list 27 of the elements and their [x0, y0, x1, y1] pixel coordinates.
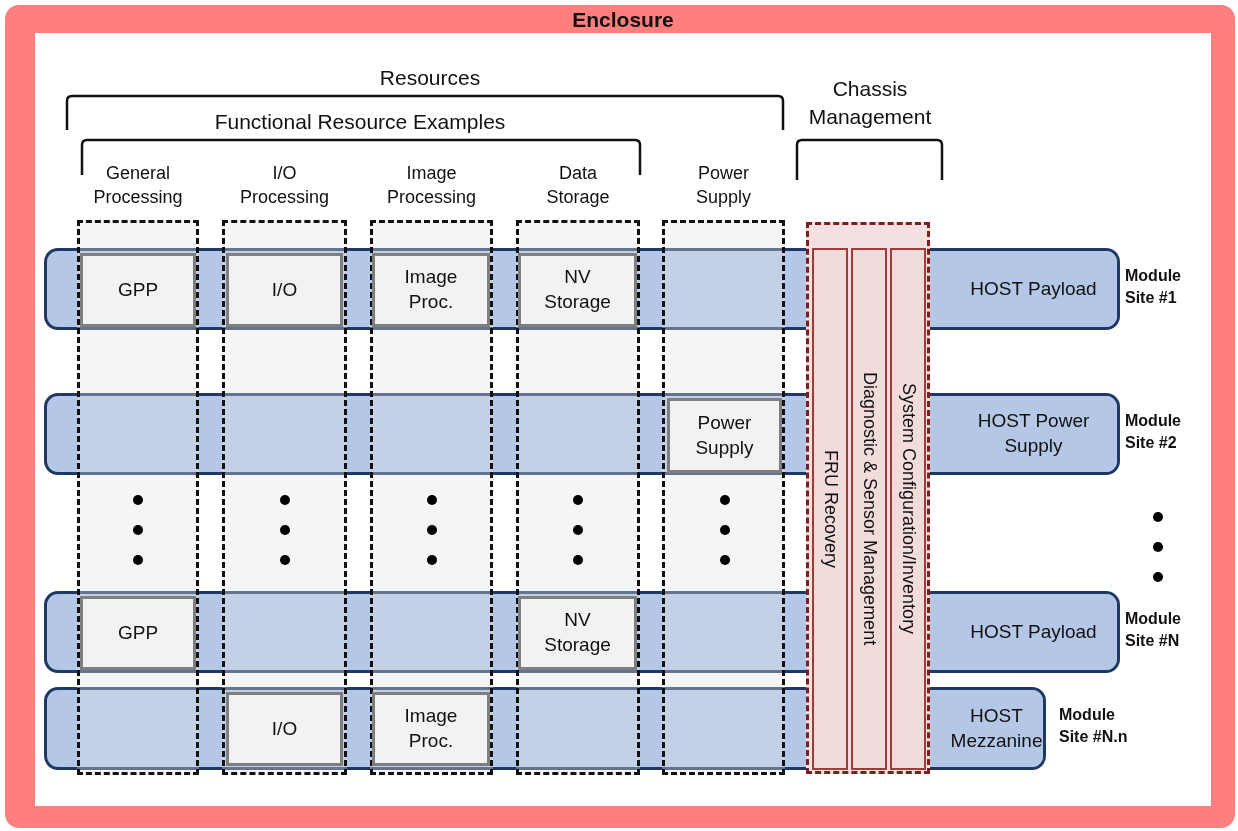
function-box: I/O [226, 253, 343, 327]
group-heading: Functional Resource Examples [213, 109, 507, 135]
enclosure-title: Enclosure [571, 7, 675, 33]
column-heading: Power Supply [694, 162, 752, 210]
function-box: GPP [80, 253, 196, 327]
site-label: Module Site #1 [1125, 266, 1182, 308]
management-bar: Diagnostic & Sensor Management [851, 248, 887, 770]
function-box: NV Storage [518, 253, 637, 327]
management-bar: FRU Recovery [812, 248, 848, 770]
column-heading: General Processing [92, 162, 184, 210]
enclosure-frame [5, 5, 1235, 828]
function-box: Image Proc. [372, 692, 490, 766]
group-heading: Chassis Management [807, 76, 933, 131]
function-box: NV Storage [518, 596, 637, 670]
function-box: I/O [226, 692, 343, 766]
site-label: Module Site #N [1125, 609, 1182, 651]
management-bar: System Configuration/Inventory [890, 248, 926, 770]
function-box: Image Proc. [372, 253, 490, 327]
column-heading: I/O Processing [238, 162, 330, 210]
management-column [806, 222, 930, 774]
function-box: Power Supply [667, 398, 782, 473]
column-heading: Image Processing [385, 162, 477, 210]
function-box: GPP [80, 596, 196, 670]
group-heading: Resources [378, 65, 482, 91]
column-heading: Data Storage [545, 162, 611, 210]
site-label: Module Site #N.n [1059, 705, 1129, 747]
site-label: Module Site #2 [1125, 411, 1182, 453]
